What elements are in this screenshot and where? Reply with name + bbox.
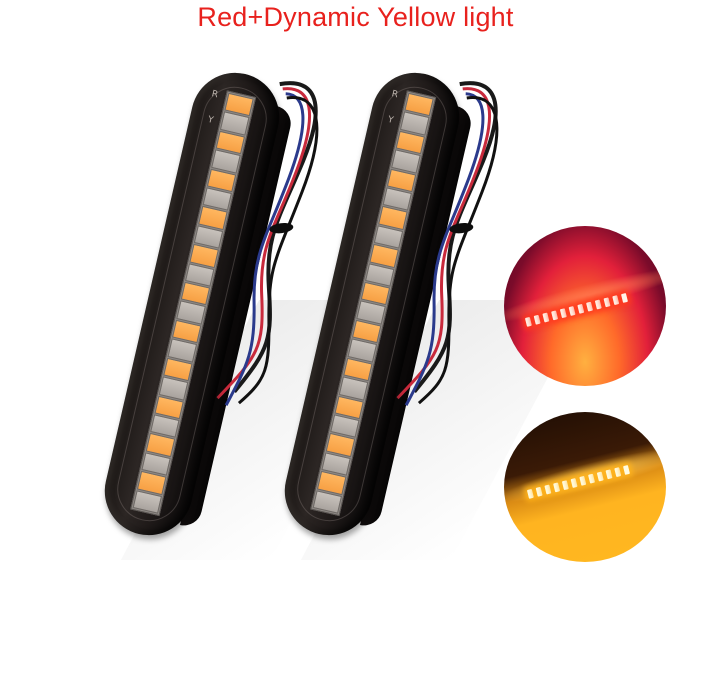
glowing-led	[533, 314, 541, 325]
glowing-led	[561, 480, 569, 491]
glowing-led	[586, 301, 594, 312]
glowing-led	[542, 312, 550, 323]
glowing-led	[544, 484, 552, 495]
led-strip-right: R Y	[276, 64, 499, 544]
glowing-led	[612, 295, 620, 306]
glowing-led	[526, 488, 534, 499]
glowing-led	[594, 299, 602, 310]
glowing-led	[551, 310, 559, 321]
yellow-light-inset	[504, 412, 666, 562]
glowing-led	[596, 471, 604, 482]
glowing-led	[614, 467, 622, 478]
glowing-led	[605, 469, 613, 480]
glowing-led	[588, 473, 596, 484]
glowing-led	[535, 486, 543, 497]
glowing-led	[524, 316, 532, 327]
wire-bundle-right	[396, 81, 499, 406]
glowing-led	[559, 308, 567, 319]
led-strip-left: R Y	[96, 64, 319, 544]
red-light-inset	[504, 226, 666, 386]
glowing-led	[553, 482, 561, 493]
glowing-led	[570, 478, 578, 488]
product-title: Red+Dynamic Yellow light	[197, 2, 514, 32]
wire-bundle-left	[216, 81, 319, 406]
glowing-led	[568, 306, 576, 316]
glowing-led	[579, 475, 587, 486]
glowing-led	[577, 303, 585, 314]
glowing-led	[603, 297, 611, 308]
